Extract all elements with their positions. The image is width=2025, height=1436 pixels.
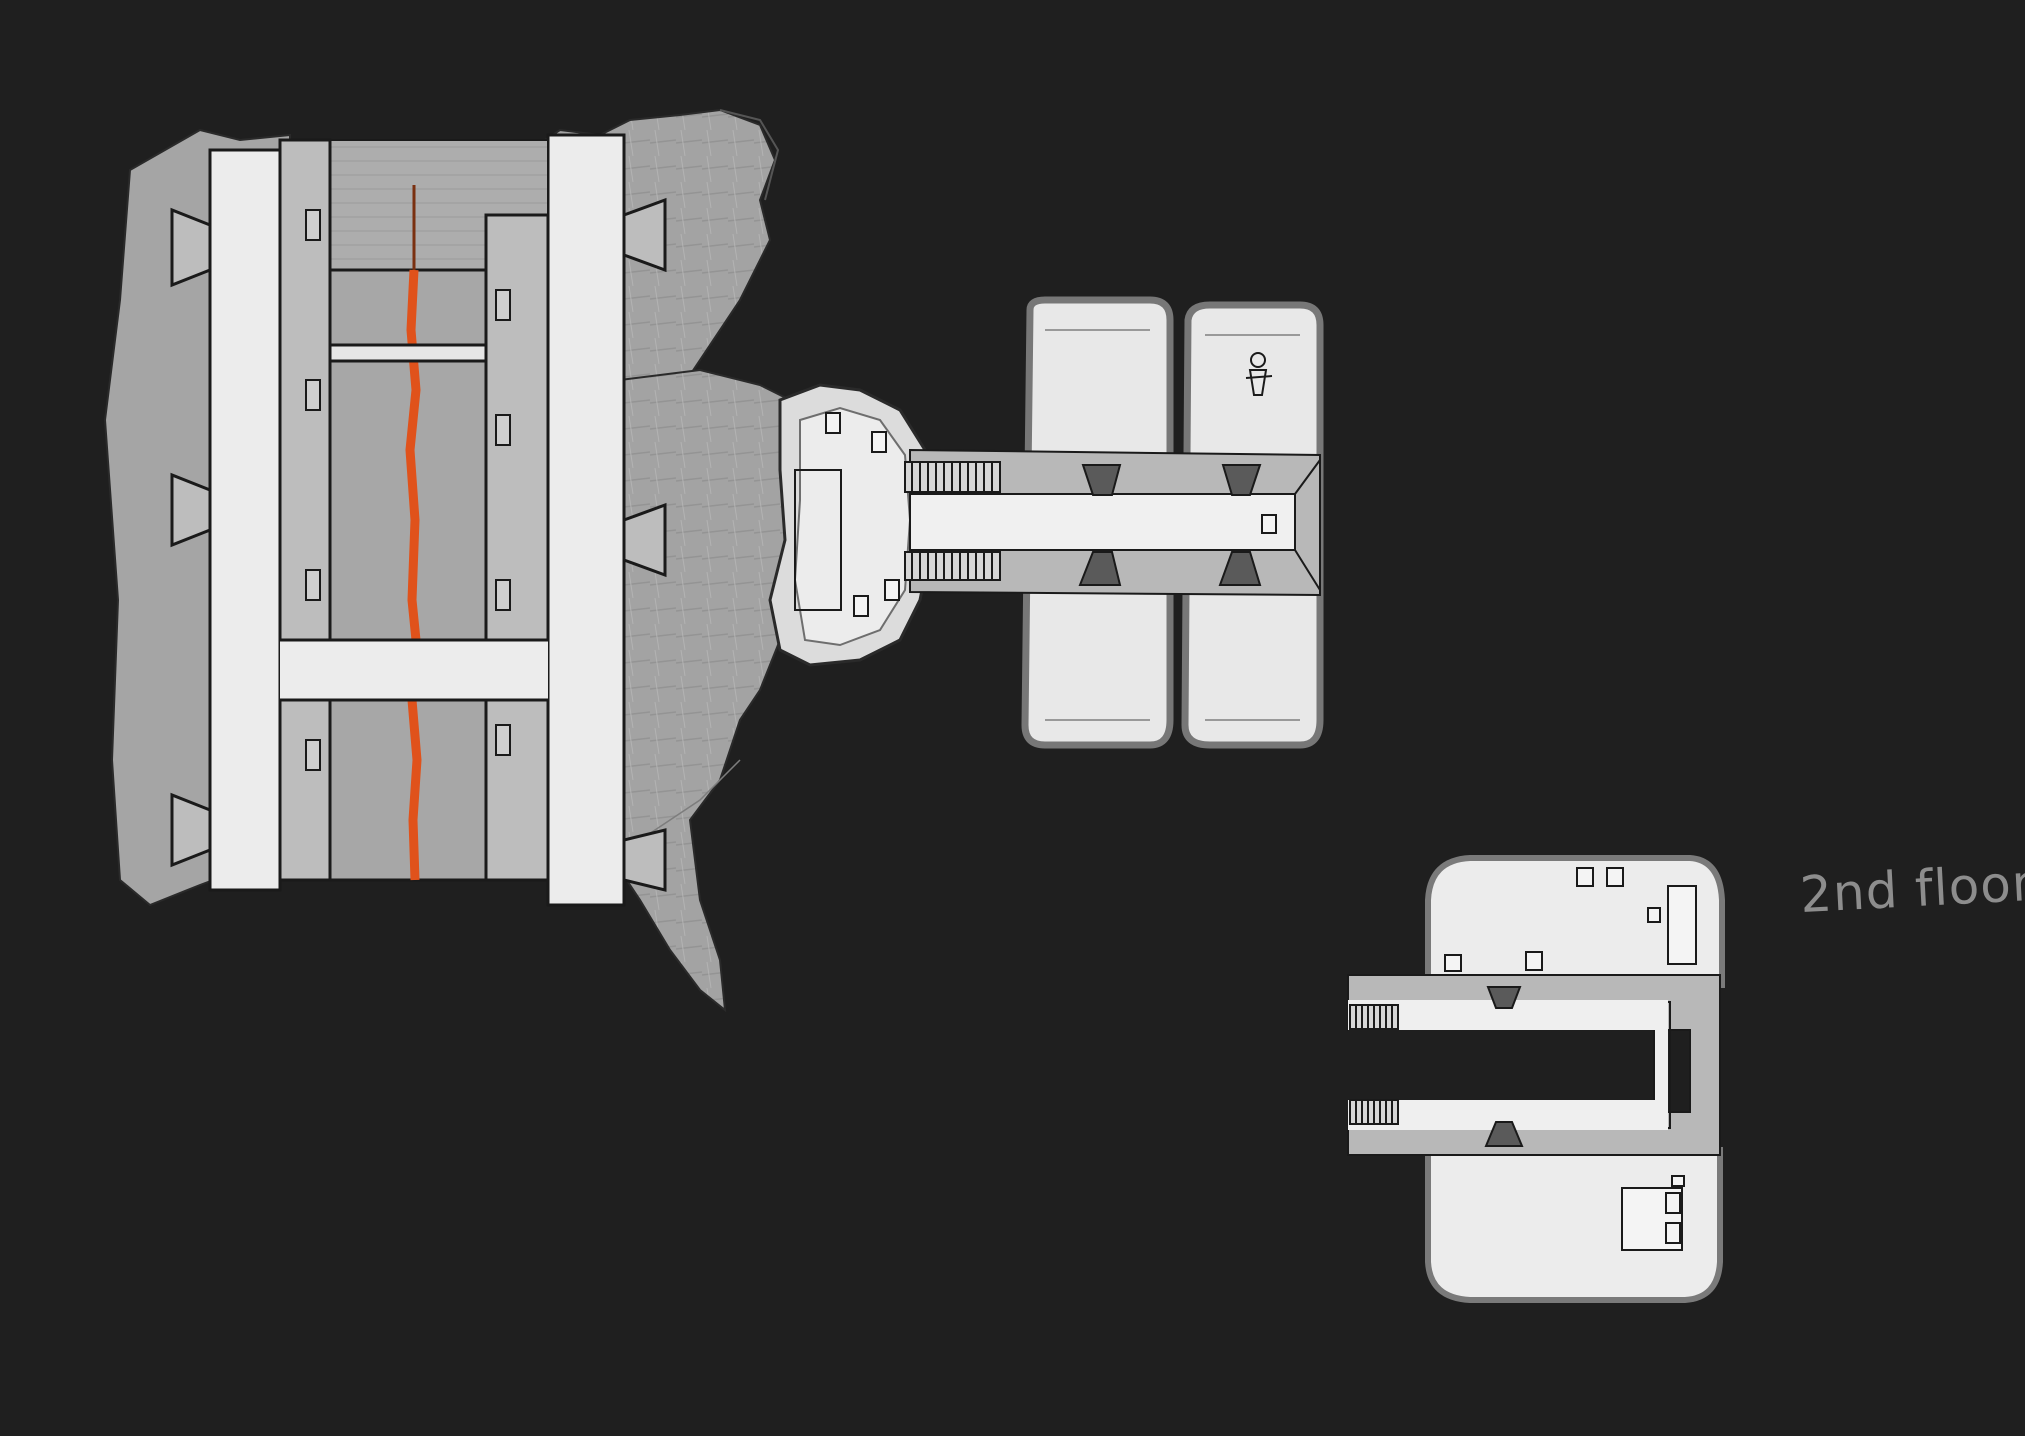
pod-complex — [904, 296, 1324, 749]
walkway-left-outer — [208, 148, 282, 892]
canyon-area — [103, 108, 822, 1013]
crossing-bridge — [280, 640, 548, 700]
stairs-bottom — [904, 551, 1001, 581]
room-upper — [1425, 855, 1725, 988]
stairs-top — [904, 461, 1001, 493]
buttress-markers — [170, 197, 667, 892]
character-icon — [1245, 352, 1273, 396]
walkway-right-outer — [546, 133, 626, 907]
bed — [1621, 1175, 1685, 1251]
upper-bridge — [328, 343, 488, 363]
furniture — [1444, 867, 1697, 972]
second-floor-label: 2nd floor — [1798, 853, 2025, 925]
second-floor — [1347, 855, 1725, 1303]
doors — [1078, 464, 1262, 586]
round-platform — [768, 383, 932, 667]
lava-fissure — [405, 269, 422, 881]
